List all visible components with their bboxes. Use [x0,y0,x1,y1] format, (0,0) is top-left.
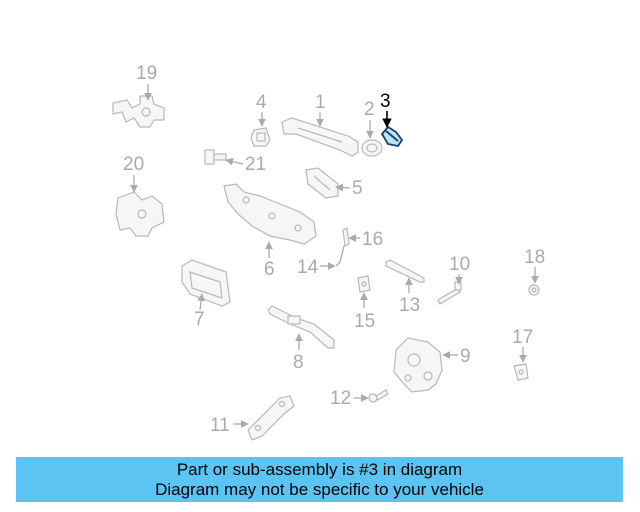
callout-16: 16 [362,229,383,250]
callout-20: 20 [123,154,144,175]
part-13-link-rod [385,259,425,283]
part-19-hinge [112,95,165,128]
caption-line-1: Part or sub-assembly is #3 in diagram [176,459,463,479]
callout-21: 21 [245,154,266,175]
parts-diagram: 19 20 4 1 2 3 21 5 [112,63,545,441]
caption-banner: Part or sub-assembly is #3 in diagram Di… [16,457,623,502]
callout-6: 6 [264,259,275,280]
callout-8: 8 [293,352,304,373]
part-5-inside-handle [305,167,339,199]
part-21-bolt [204,149,227,165]
callout-12: 12 [330,388,351,409]
callout-5: 5 [352,178,363,199]
callout-14: 14 [297,257,319,278]
part-4-escutcheon [250,127,271,147]
part-9-latch [393,337,443,393]
leader-7 [197,293,205,311]
callout-7: 7 [194,309,205,330]
part-1-outside-handle [281,117,359,157]
callout-2: 2 [364,99,375,120]
part-14-rod [335,245,345,267]
callout-15: 15 [354,311,375,332]
part-2-cylinder-cap [361,139,383,157]
callout-13: 13 [399,295,420,316]
callout-10: 10 [449,254,470,275]
callout-18: 18 [524,247,545,268]
part-7-trim-panel [181,259,231,307]
caption-line-2: Diagram may not be specific to your vehi… [155,479,484,499]
callout-17: 17 [512,327,533,348]
part-16-clip [342,227,350,247]
part-20-hinge [115,191,165,237]
callout-11: 11 [210,415,230,436]
part-18-grommet [528,284,540,296]
part-10-pin [437,281,462,305]
part-15-clip [357,275,371,293]
callout-3: 3 [380,91,391,112]
part-3-highlighted [380,125,404,148]
part-11-bracket [247,395,295,441]
part-17-striker [513,363,529,381]
part-8-cable [267,305,335,349]
part-12-screw [368,389,389,403]
part-6-frame [223,183,317,245]
callout-1: 1 [315,92,326,113]
callout-9: 9 [460,346,471,367]
leader-5 [335,183,351,192]
leader-21 [225,157,244,166]
callout-4: 4 [256,92,267,113]
callout-19: 19 [136,63,157,84]
